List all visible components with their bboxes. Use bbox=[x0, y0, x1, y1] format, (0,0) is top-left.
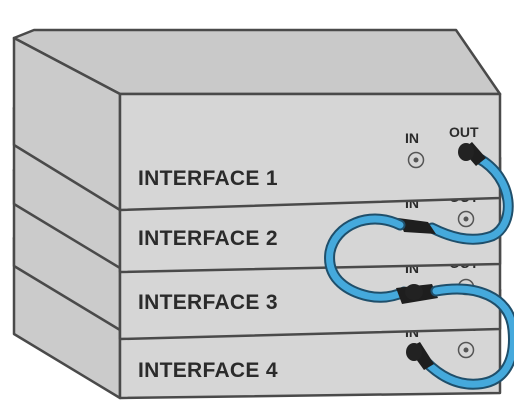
unit-2-out-port bbox=[457, 210, 475, 228]
cable-c-plug-in bbox=[406, 342, 434, 370]
cable-a-plug-out bbox=[458, 142, 486, 166]
cable-unit1-out-to-unit2-in bbox=[398, 142, 514, 245]
interface-unit-1: INTERFACE 1 IN OUT bbox=[12, 28, 502, 212]
cable-a-plug-in bbox=[398, 218, 436, 234]
unit-1-out-label: OUT bbox=[449, 124, 479, 140]
unit-1-front bbox=[118, 92, 502, 212]
unit-1-in-port bbox=[407, 151, 425, 169]
cable-unit3-out-to-unit4-in bbox=[406, 283, 514, 390]
unit-4-out-port bbox=[457, 341, 475, 359]
unit-2-label: INTERFACE 2 bbox=[138, 227, 278, 250]
unit-1-label: INTERFACE 1 bbox=[138, 167, 278, 190]
unit-4-label: INTERFACE 4 bbox=[138, 359, 278, 382]
unit-3-label: INTERFACE 3 bbox=[138, 291, 278, 314]
cable-b-plug bbox=[396, 284, 438, 304]
cable-unit2-to-unit3 bbox=[324, 213, 438, 304]
unit-1-in-label: IN bbox=[405, 130, 419, 146]
